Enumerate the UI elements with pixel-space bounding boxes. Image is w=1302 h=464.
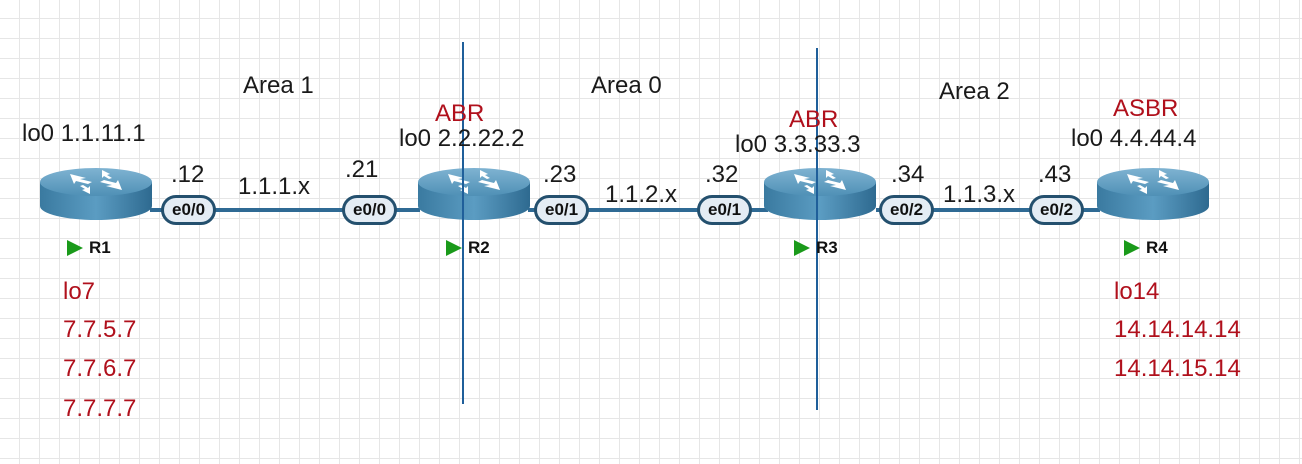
r3-loopback-label: lo0 3.3.33.3 — [735, 131, 861, 158]
router-r1-name[interactable]: R1 — [67, 239, 111, 256]
r4-role-label: ASBR — [1113, 95, 1179, 122]
router-r3-name[interactable]: R3 — [794, 239, 838, 256]
r1-extra-loopback-addr: 7.7.6.7 — [63, 355, 137, 382]
r4-port-e0-2[interactable]: e0/2 — [1029, 195, 1085, 225]
r2-role-label: ABR — [435, 100, 485, 127]
router-r2-name[interactable]: R2 — [446, 239, 490, 256]
link1-left-host: .12 — [171, 161, 205, 188]
r4-loopback-label: lo0 4.4.44.4 — [1071, 125, 1197, 152]
r3-role-label: ABR — [789, 106, 839, 133]
router-r4-name[interactable]: R4 — [1124, 239, 1168, 256]
r2-port-e0-0[interactable]: e0/0 — [342, 195, 398, 225]
link2-subnet: 1.1.2.x — [605, 181, 678, 208]
area-2-label: Area 2 — [939, 78, 1010, 105]
r1-loopback-label: lo0 1.1.11.1 — [22, 120, 146, 147]
r4-extra-loopback-addr: 14.14.14.14 — [1114, 316, 1241, 343]
router-r3-icon[interactable] — [764, 168, 876, 220]
link1-right-host: .21 — [345, 156, 379, 183]
link2-left-host: .23 — [543, 161, 577, 188]
r4-extra-loopback-addr: 14.14.15.14 — [1114, 355, 1241, 382]
r3-port-e0-1[interactable]: e0/1 — [697, 195, 753, 225]
r1-extra-loopback-addr: 7.7.5.7 — [63, 316, 137, 343]
area-0-label: Area 0 — [591, 72, 662, 99]
r3-port-e0-2[interactable]: e0/2 — [879, 195, 935, 225]
link3-right-host: .43 — [1038, 161, 1072, 188]
r1-extra-loopback-addr: 7.7.7.7 — [63, 395, 137, 422]
r1-port-e0-0[interactable]: e0/0 — [161, 195, 217, 225]
r1-extra-loopback-iface: lo7 — [63, 278, 96, 305]
router-r1-icon[interactable] — [40, 168, 152, 220]
area-1-label: Area 1 — [243, 72, 314, 99]
link1-subnet: 1.1.1.x — [238, 173, 311, 200]
router-r4-icon[interactable] — [1097, 168, 1209, 220]
link3-left-host: .34 — [891, 161, 925, 188]
r4-extra-loopback-iface: lo14 — [1114, 278, 1160, 305]
router-r2-icon[interactable] — [418, 168, 530, 220]
link2-right-host: .32 — [705, 161, 739, 188]
r2-loopback-label: lo0 2.2.22.2 — [399, 125, 525, 152]
link3-subnet: 1.1.3.x — [943, 181, 1016, 208]
r2-port-e0-1[interactable]: e0/1 — [534, 195, 590, 225]
